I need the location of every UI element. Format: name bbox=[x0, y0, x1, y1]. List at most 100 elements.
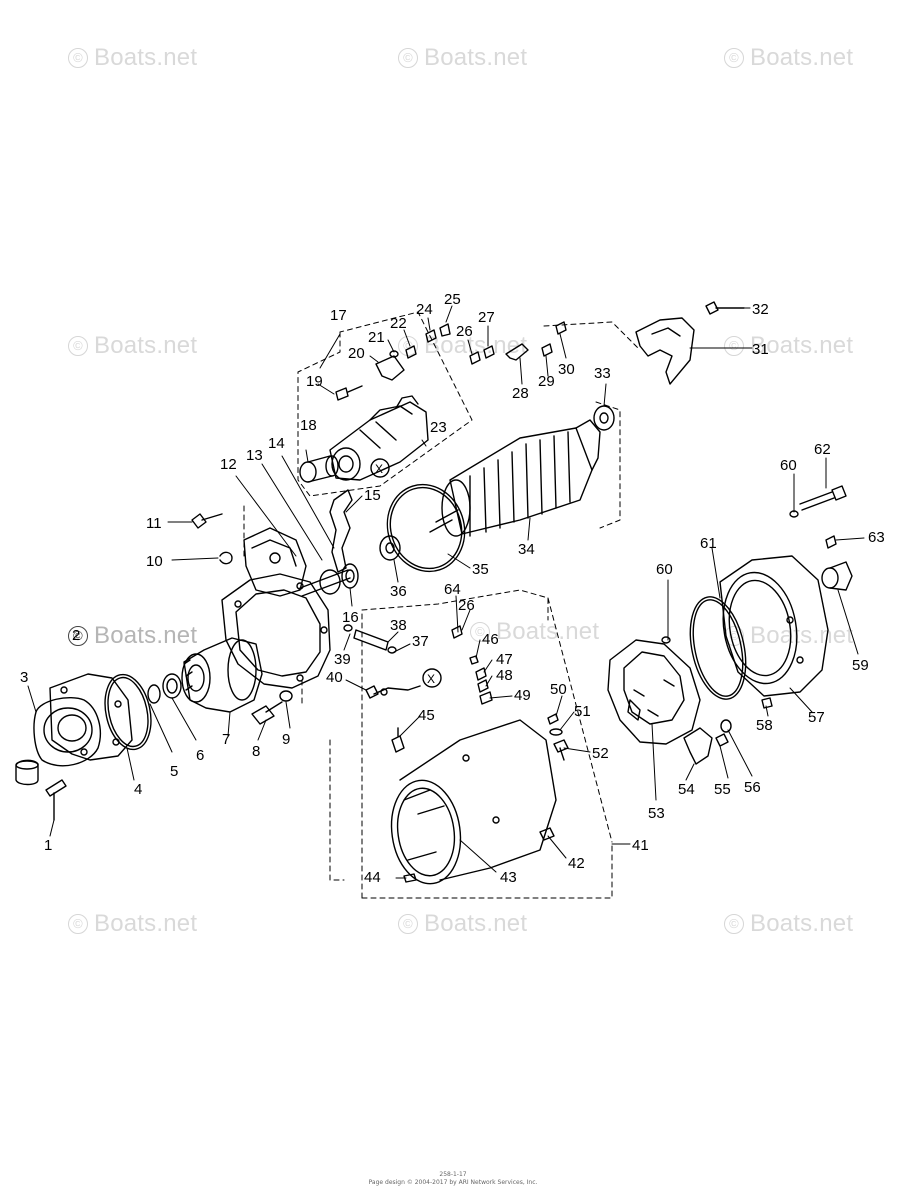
copyright-icon: © bbox=[68, 626, 88, 646]
callout-59: 59 bbox=[852, 657, 869, 674]
solenoid-body bbox=[329, 395, 429, 481]
callout-40: 40 bbox=[326, 669, 343, 686]
part-36-washer bbox=[379, 535, 401, 561]
copyright-icon: © bbox=[724, 336, 744, 356]
copyright-icon: © bbox=[68, 48, 88, 68]
callout-21: 21 bbox=[368, 329, 385, 346]
part-15-lever bbox=[329, 489, 353, 573]
callout-42: 42 bbox=[568, 855, 585, 872]
callout-47: 47 bbox=[496, 651, 513, 668]
callout-37: 37 bbox=[412, 633, 429, 650]
callout-9: 9 bbox=[282, 731, 290, 748]
watermark: ©Boats.net bbox=[68, 910, 197, 938]
callout-16: 16 bbox=[342, 609, 359, 626]
callout-1: 1 bbox=[44, 837, 52, 854]
part-35-o-ring bbox=[386, 483, 466, 573]
callout-labels: 1 2 3 4 5 6 7 8 9 10 11 12 13 14 15 16 1… bbox=[20, 291, 885, 886]
watermark: ©Boats.net bbox=[68, 622, 197, 650]
part-58-pin bbox=[761, 697, 773, 709]
callout-54: 54 bbox=[678, 781, 695, 798]
callout-51: 51 bbox=[574, 703, 591, 720]
watermark: ©Boats.net bbox=[398, 910, 527, 938]
callout-44: 44 bbox=[364, 869, 381, 886]
callout-6: 6 bbox=[196, 747, 204, 764]
callout-43: 43 bbox=[500, 869, 517, 886]
part-7-pinion bbox=[181, 637, 263, 713]
callout-18: 18 bbox=[300, 417, 317, 434]
part-33-washer bbox=[593, 405, 615, 431]
part-4-o-ring bbox=[104, 673, 152, 751]
part-62-through-bolt bbox=[799, 485, 847, 511]
callout-52: 52 bbox=[592, 745, 609, 762]
copyright-icon: © bbox=[68, 336, 88, 356]
copyright-icon: © bbox=[68, 914, 88, 934]
marker-x-label: X bbox=[375, 462, 383, 476]
part-6-ring bbox=[162, 673, 182, 699]
callout-12: 12 bbox=[220, 456, 237, 473]
part-8-bolt bbox=[251, 701, 283, 725]
callout-35: 35 bbox=[472, 561, 489, 578]
callout-14: 14 bbox=[268, 435, 285, 452]
part-56 bbox=[720, 719, 732, 733]
part-38-pin bbox=[353, 629, 389, 651]
callout-53: 53 bbox=[648, 805, 665, 822]
callout-49: 49 bbox=[514, 687, 531, 704]
yoke-group-left bbox=[361, 589, 549, 899]
part-42-screw bbox=[539, 827, 555, 841]
callout-17: 17 bbox=[330, 307, 347, 324]
part-32-bolt bbox=[705, 301, 745, 315]
yoke-group-right bbox=[547, 597, 613, 843]
callout-26: 26 bbox=[458, 597, 475, 614]
callout-22: 22 bbox=[390, 315, 407, 332]
callout-11: 11 bbox=[146, 515, 162, 532]
part-55 bbox=[715, 733, 729, 747]
part-37-ring bbox=[387, 646, 397, 654]
part-9-washer bbox=[279, 690, 293, 702]
part-16-shaft bbox=[299, 563, 359, 597]
copyright-icon: © bbox=[724, 48, 744, 68]
watermark: ©Boats.net bbox=[724, 622, 853, 650]
part-59-bearing bbox=[821, 561, 853, 591]
part-43-yoke bbox=[390, 719, 557, 885]
callout-32: 32 bbox=[752, 301, 769, 318]
copyright-icon: © bbox=[398, 914, 418, 934]
part-31-cover bbox=[635, 317, 695, 385]
armature-bracket bbox=[595, 401, 621, 529]
callout-29: 29 bbox=[538, 373, 555, 390]
callout-60: 60 bbox=[656, 561, 673, 578]
callout-3: 3 bbox=[20, 669, 28, 686]
callout-57: 57 bbox=[808, 709, 825, 726]
part-53-brush-holder bbox=[607, 639, 701, 745]
callout-41: 41 bbox=[632, 837, 649, 854]
copyright-footer: Page design © 2004-2017 by ARI Network S… bbox=[368, 1179, 538, 1186]
callout-5: 5 bbox=[170, 763, 178, 780]
yoke-bracket bbox=[329, 739, 345, 881]
callout-28: 28 bbox=[512, 385, 529, 402]
part-48 bbox=[477, 679, 489, 693]
part-5-ring bbox=[147, 684, 161, 704]
watermark: ©Boats.net bbox=[398, 44, 527, 72]
callout-30: 30 bbox=[558, 361, 575, 378]
part-2-drive-housing bbox=[33, 673, 133, 767]
callout-46: 46 bbox=[482, 631, 499, 648]
part-25-nut bbox=[439, 323, 451, 337]
part-49 bbox=[479, 691, 493, 705]
part-28-terminal bbox=[505, 343, 529, 361]
callout-27: 27 bbox=[478, 309, 495, 326]
callout-61: 61 bbox=[700, 535, 717, 552]
diagram-code: 258-1-17 bbox=[439, 1171, 467, 1178]
part-57-end-cover bbox=[719, 555, 829, 697]
part-10-clip bbox=[219, 551, 233, 565]
part-52-screw bbox=[553, 739, 569, 761]
upper-group-line bbox=[543, 321, 641, 351]
callout-38: 38 bbox=[390, 617, 407, 634]
part-50 bbox=[547, 713, 559, 725]
part-34-armature bbox=[429, 419, 601, 537]
callout-62: 62 bbox=[814, 441, 831, 458]
callout-23: 23 bbox=[430, 419, 447, 436]
callout-56: 56 bbox=[744, 779, 761, 796]
drive-end-housing bbox=[221, 527, 331, 689]
marker-x-label: X bbox=[427, 672, 435, 686]
